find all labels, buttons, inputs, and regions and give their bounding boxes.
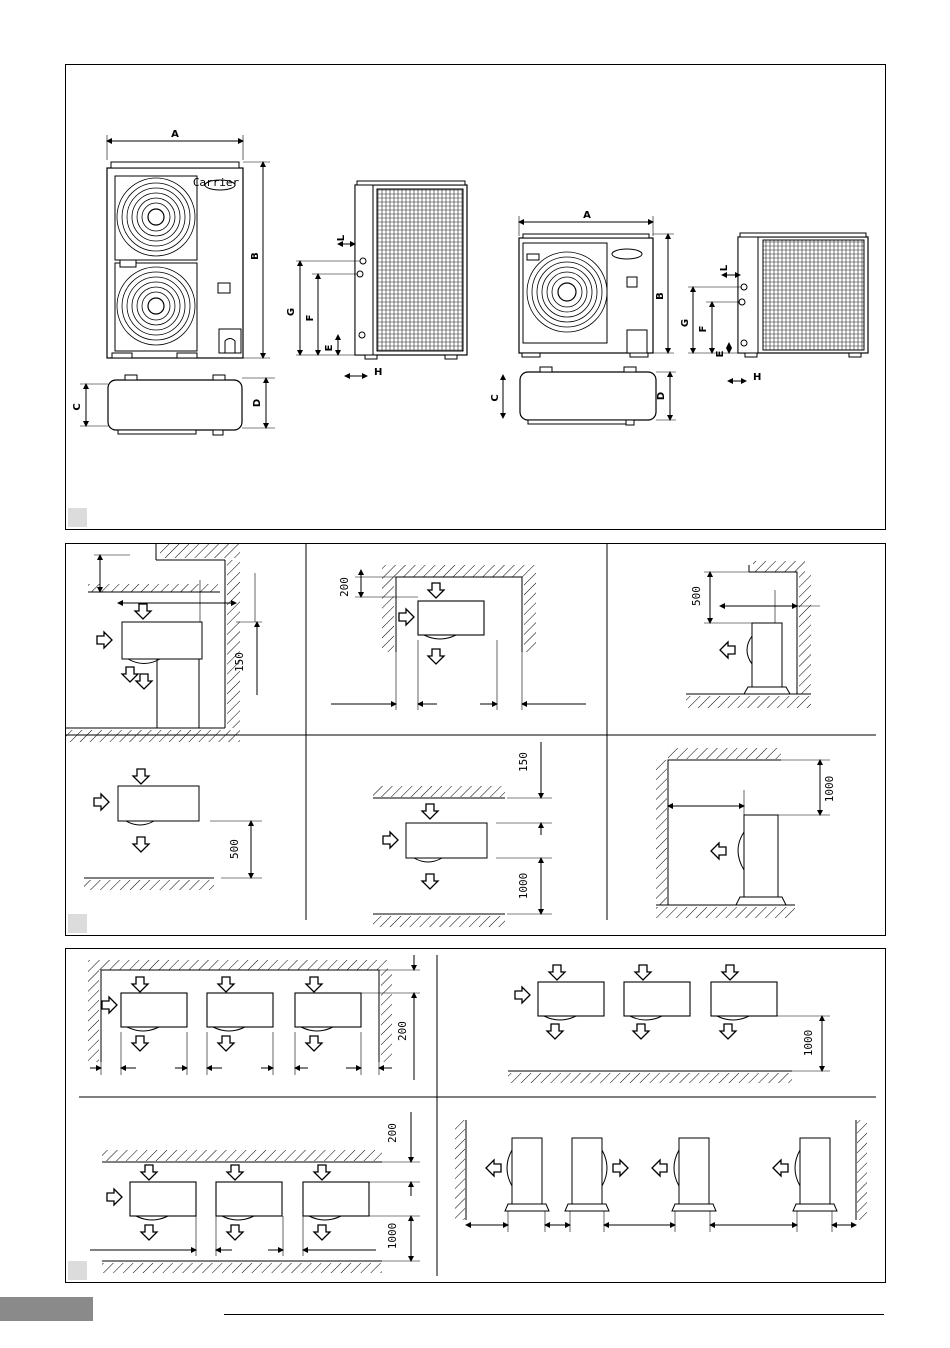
multi-cell-2 [508,965,830,1083]
footer-rule [224,1314,884,1315]
multi-clearance-200-label: 200 [396,1021,409,1041]
multi-clearance-1000-label: 1000 [802,1030,815,1057]
multi-clearance-200b-label: 200 [386,1123,399,1143]
multi-cell-1 [88,955,420,1080]
multi-cell-3 [90,1112,420,1273]
multi-clearance-1000b-label: 1000 [386,1223,399,1250]
multi-cell-4 [455,1120,867,1232]
page-number-tab [0,1297,93,1321]
